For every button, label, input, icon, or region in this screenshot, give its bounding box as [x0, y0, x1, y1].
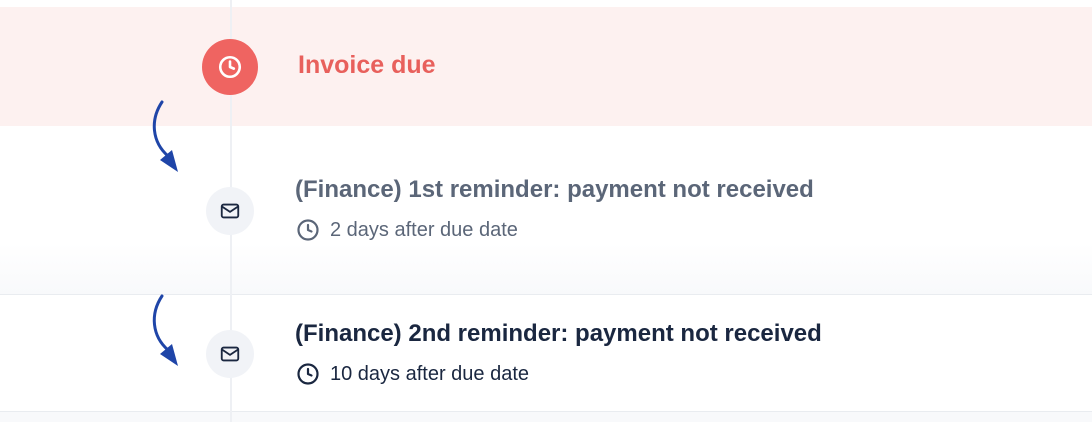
mail-icon — [206, 187, 254, 235]
next-row-edge — [0, 412, 1092, 422]
clock-icon — [296, 362, 320, 386]
reminder-row-1[interactable] — [0, 126, 1092, 295]
reminder-schedule: 2 days after due date — [296, 218, 518, 242]
reminder-title: (Finance) 1st reminder: payment not rece… — [295, 176, 814, 203]
reminder-schedule: 10 days after due date — [296, 362, 529, 386]
reminder-schedule-text: 10 days after due date — [330, 362, 530, 385]
curved-arrow-icon — [152, 294, 178, 366]
invoice-due-title: Invoice due — [298, 51, 436, 79]
clock-icon — [202, 39, 258, 95]
clock-icon — [296, 218, 320, 242]
curved-arrow-icon — [152, 100, 178, 172]
reminder-row-2[interactable] — [0, 295, 1092, 412]
invoice-due-row[interactable] — [0, 7, 1092, 126]
reminder-title: (Finance) 2nd reminder: payment not rece… — [295, 320, 822, 347]
reminder-schedule-text: 2 days after due date — [330, 218, 518, 241]
mail-icon — [206, 330, 254, 378]
